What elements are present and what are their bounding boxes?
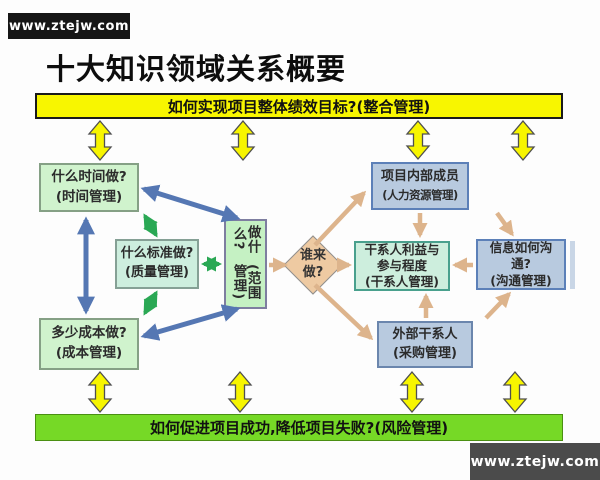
diamond-who-line2: 做? xyxy=(302,265,324,280)
box-comm-line2: 通? xyxy=(511,256,531,272)
communication-box-shadow xyxy=(570,241,575,289)
diamond-who-line1: 谁来 xyxy=(299,248,326,264)
box-stakeholder-management: 干系人利益与 参与程度 (干系人管理) xyxy=(354,241,450,291)
box-quality-line2: (质量管理) xyxy=(125,265,189,280)
box-cost-management: 多少成本做? (成本管理) xyxy=(39,318,139,370)
box-stakeholder-line2: 参与程度 xyxy=(376,257,427,273)
arrow-cost-quality xyxy=(143,290,158,316)
box-cost-line2: (成本管理) xyxy=(55,345,123,361)
box-time-line2: (时间管理) xyxy=(55,188,123,205)
arrow-who-procurement xyxy=(313,283,374,341)
page-title: 十大知识领域关系概要 xyxy=(46,52,347,86)
box-procurement-line2: (采购管理) xyxy=(393,345,457,361)
arrow-hr-communication xyxy=(495,211,514,237)
diamond-who-label: 谁来 做? xyxy=(288,239,338,291)
yellow-arrow-top-1 xyxy=(87,119,113,162)
box-scope-management: 做什么? (范围管理) xyxy=(224,219,267,309)
box-procurement-line1: 外部干系人 xyxy=(392,326,458,342)
yellow-arrow-bottom-4 xyxy=(502,370,528,414)
banner-risk: 如何促进项目成功,降低项目失败?(风险管理) xyxy=(35,414,563,441)
arrow-time-scope xyxy=(140,184,241,223)
box-hr-line2: (人力资源管理) xyxy=(382,188,458,203)
box-cost-line1: 多少成本做? xyxy=(51,325,127,342)
box-scope-col-right: 做什么? xyxy=(230,224,261,254)
box-stakeholder-line3: (干系人管理) xyxy=(365,274,439,290)
banner-integration-label: 如何实现项目整体绩效目标?(整合管理) xyxy=(167,97,431,116)
banner-integration: 如何实现项目整体绩效目标?(整合管理) xyxy=(35,93,563,119)
yellow-arrow-bottom-2 xyxy=(227,370,253,414)
arrow-who-hr xyxy=(313,190,367,247)
watermark-top: www.ztejw.com xyxy=(8,13,130,39)
box-time-management: 什么时间做? (时间管理) xyxy=(39,163,139,212)
yellow-arrow-top-4 xyxy=(510,119,536,162)
arrow-procurement-communication xyxy=(484,291,512,320)
box-comm-line1: 信息如何沟 xyxy=(489,240,553,256)
box-quality-management: 什么标准做? (质量管理) xyxy=(115,239,199,289)
box-hr-management: 项目内部成员 (人力资源管理) xyxy=(371,162,469,210)
yellow-arrow-top-3 xyxy=(405,119,431,161)
arrow-cost-scope xyxy=(140,304,241,341)
box-time-line1: 什么时间做? xyxy=(51,168,127,185)
box-stakeholder-line1: 干系人利益与 xyxy=(364,241,440,257)
yellow-arrow-bottom-3 xyxy=(399,370,425,414)
box-procurement-management: 外部干系人 (采购管理) xyxy=(377,321,473,368)
arrow-time-quality xyxy=(143,213,158,238)
yellow-arrow-bottom-1 xyxy=(87,370,113,414)
watermark-bottom: www.ztejw.com xyxy=(470,443,600,480)
banner-risk-label: 如何促进项目成功,降低项目失败?(风险管理) xyxy=(149,419,449,437)
yellow-arrow-top-2 xyxy=(230,119,256,162)
box-quality-line1: 什么标准做? xyxy=(120,246,194,262)
box-communication-management: 信息如何沟 通? (沟通管理) xyxy=(476,239,566,290)
box-comm-line3: (沟通管理) xyxy=(490,272,552,288)
box-hr-line1: 项目内部成员 xyxy=(380,169,459,185)
box-scope-col-left: (范围管理) xyxy=(230,263,261,301)
